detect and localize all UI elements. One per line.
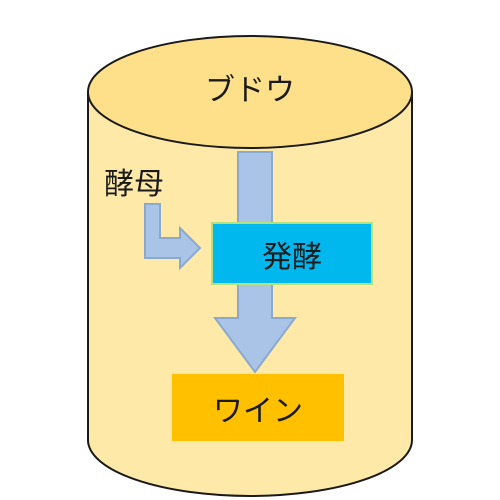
process-box: 発酵 [211, 222, 373, 285]
cylinder-top [87, 35, 413, 149]
top-label: ブドウ [205, 73, 295, 108]
product-label: ワイン [213, 393, 303, 429]
yeast-label: 酵母 [104, 167, 164, 202]
process-label: 発酵 [262, 239, 322, 275]
yeast-bent-arrow [144, 203, 202, 271]
product-box: ワイン [172, 374, 344, 441]
